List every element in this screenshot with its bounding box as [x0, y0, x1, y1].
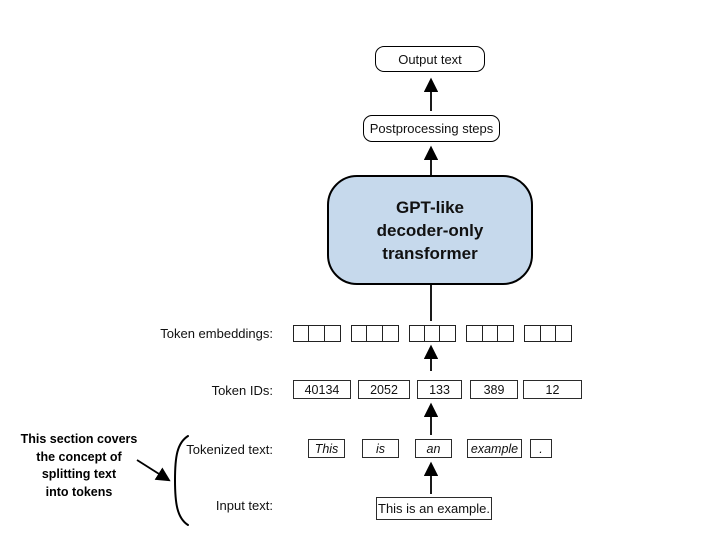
transformer-line1: GPT-like: [395, 197, 465, 217]
embedding-square: [323, 325, 341, 342]
token-id-box: 40134: [293, 380, 351, 399]
embedding-group: [408, 325, 457, 342]
embedding-square: [555, 325, 573, 342]
tokenized-text-label: Tokenized text:: [186, 442, 273, 457]
embedding-group: [524, 325, 573, 342]
embedding-square: [381, 325, 399, 342]
output-text-label: Output text: [398, 51, 462, 67]
token-id-box: 12: [523, 380, 582, 399]
annotation-line2: the concept of: [36, 449, 122, 464]
embedding-square: [439, 325, 457, 342]
transformer-box: GPT-like decoder-only transformer: [327, 175, 533, 285]
transformer-line2: decoder-only: [376, 220, 484, 240]
annotation-line4: into tokens: [45, 484, 113, 499]
section-annotation: This section covers the concept of split…: [12, 431, 146, 501]
annotation-line1: This section covers: [20, 432, 138, 446]
embedding-row: [293, 325, 573, 342]
token-id-box: 133: [417, 380, 462, 399]
postprocessing-box: Postprocessing steps: [363, 115, 500, 142]
annotation-line3: splitting text: [41, 467, 117, 481]
token-box: This: [308, 439, 345, 458]
token-ids-label: Token IDs:: [211, 383, 273, 398]
embedding-group: [293, 325, 341, 342]
token-box: example: [467, 439, 522, 458]
token-box: .: [530, 439, 552, 458]
embedding-group: [466, 325, 515, 342]
input-text-label: Input text:: [215, 498, 273, 513]
embedding-group: [350, 325, 399, 342]
output-text-box: Output text: [375, 46, 485, 72]
postprocessing-label: Postprocessing steps: [369, 121, 494, 136]
token-box: is: [362, 439, 399, 458]
token-box: an: [415, 439, 452, 458]
token-embeddings-label: Token embeddings:: [160, 326, 273, 341]
token-id-box: 389: [470, 380, 518, 399]
transformer-line3: transformer: [382, 243, 478, 263]
token-id-box: 2052: [358, 380, 410, 399]
input-text-box: This is an example.: [376, 497, 492, 520]
embedding-square: [497, 325, 515, 342]
